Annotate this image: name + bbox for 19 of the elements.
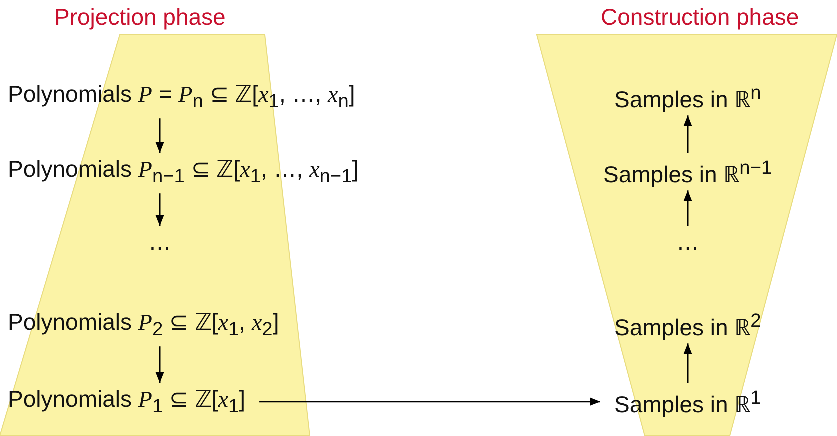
math-label: Polynomials P$_{2}$ ⊆ ℤ[x$_{1}$, x$_{2}$] (8, 308, 280, 345)
arrow (260, 398, 600, 406)
phase-title: Construction phase (601, 4, 800, 31)
math-label: … (676, 228, 700, 256)
math-label: Polynomials P = P$_{n}$ ⊆ ℤ[x$_{1}$, …, x$_{n}$] (8, 80, 356, 117)
math-label: Samples in ℝ$^{2}$ (614, 308, 762, 342)
math-label: … (148, 228, 172, 256)
math-label: Polynomials P$_{n−1}$ ⊆ ℤ[x$_{1}$, …, x$_{n−1}$] (8, 155, 359, 192)
arrow (684, 116, 692, 153)
arrow (156, 346, 164, 383)
math-label: Samples in ℝ$^{n−1}$ (604, 155, 772, 189)
arrow (684, 190, 692, 226)
math-label: Samples in ℝ$^{n}$ (614, 80, 762, 114)
math-label: Polynomials P$_{1}$ ⊆ ℤ[x$_{1}$] (8, 385, 246, 422)
arrow (684, 344, 692, 383)
arrow (156, 194, 164, 226)
phase-title: Projection phase (54, 4, 226, 31)
math-label: Samples in ℝ$^{1}$ (614, 385, 762, 419)
arrow (156, 118, 164, 153)
